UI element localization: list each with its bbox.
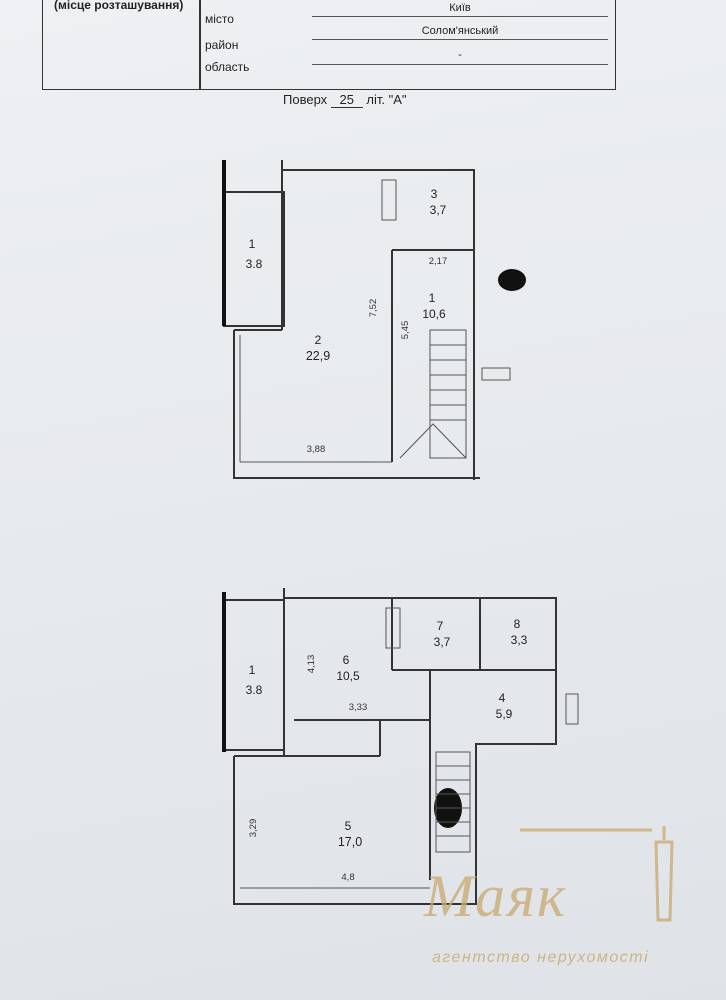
floor-caption: Поверх 25 літ. "А" bbox=[283, 92, 407, 108]
plan-bottom: 1 3.8 6 10,5 7 3,7 8 3,3 4 5,9 5 17,0 4,… bbox=[222, 588, 579, 905]
room-num: 1 bbox=[429, 291, 436, 305]
room-area: 22,9 bbox=[306, 349, 330, 363]
region-label: область bbox=[205, 60, 250, 74]
room-num: 5 bbox=[345, 819, 352, 833]
floor-number: 25 bbox=[330, 92, 363, 108]
watermark-logo-name: Маяк bbox=[424, 863, 568, 929]
outer-wall-bottom bbox=[233, 756, 477, 905]
bathtub bbox=[381, 179, 397, 221]
floor-prefix: Поверх bbox=[283, 92, 328, 107]
outer-wall-bottom bbox=[233, 330, 480, 479]
dimension: 3,88 bbox=[307, 444, 326, 455]
dimension: 3,29 bbox=[248, 819, 259, 838]
room-area: 10,5 bbox=[336, 669, 360, 683]
outer-wall-top bbox=[281, 160, 475, 480]
room-area: 3,3 bbox=[511, 633, 528, 647]
dimension: 4,8 bbox=[341, 872, 354, 883]
room-num: 1 bbox=[249, 663, 256, 677]
watermark-subtitle: агентство нерухомості bbox=[432, 949, 650, 966]
room-area: 3.8 bbox=[246, 257, 263, 271]
bathtub bbox=[565, 693, 579, 725]
city-value: Київ bbox=[449, 2, 471, 14]
room-num: 7 bbox=[437, 619, 444, 633]
room-area: 3,7 bbox=[430, 203, 447, 217]
room-num: 2 bbox=[315, 333, 322, 347]
district-label: район bbox=[205, 38, 239, 52]
city-label: місто bbox=[205, 12, 234, 26]
outer-wall-top bbox=[283, 588, 557, 880]
dimension: 7,52 bbox=[368, 299, 379, 318]
room-num: 1 bbox=[249, 237, 256, 251]
dimension: 5,45 bbox=[400, 321, 411, 340]
place-label: (місце розташування) bbox=[54, 0, 184, 12]
dimension: 2,17 bbox=[429, 256, 448, 267]
city-underline bbox=[312, 16, 608, 17]
district-value: Солом'янський bbox=[421, 25, 499, 37]
room-area: 17,0 bbox=[338, 835, 362, 849]
room-area: 3,7 bbox=[434, 635, 451, 649]
lighthouse-icon bbox=[520, 826, 674, 922]
region-underline bbox=[312, 64, 608, 65]
staircase bbox=[435, 751, 471, 853]
staircase bbox=[399, 329, 467, 459]
room-num: 4 bbox=[499, 691, 506, 705]
table-divider bbox=[199, 0, 201, 89]
region-value: - bbox=[458, 49, 462, 61]
room-num: 6 bbox=[343, 653, 350, 667]
floor-letter: літ. "А" bbox=[366, 92, 407, 107]
bathtub bbox=[385, 607, 401, 649]
room-num: 3 bbox=[431, 187, 438, 201]
plan-top: 1 3.8 2 22,9 3 3,7 1 10,6 7,52 5,45 2,17… bbox=[222, 160, 511, 480]
room-area: 5,9 bbox=[496, 707, 513, 721]
address-table bbox=[42, 0, 616, 90]
room-num: 8 bbox=[514, 617, 521, 631]
district-underline bbox=[312, 39, 608, 40]
room-area: 10,6 bbox=[422, 307, 446, 321]
room-area: 3.8 bbox=[246, 683, 263, 697]
vent bbox=[481, 367, 511, 381]
dimension: 3,33 bbox=[349, 702, 368, 713]
dimension: 4,13 bbox=[306, 655, 317, 674]
